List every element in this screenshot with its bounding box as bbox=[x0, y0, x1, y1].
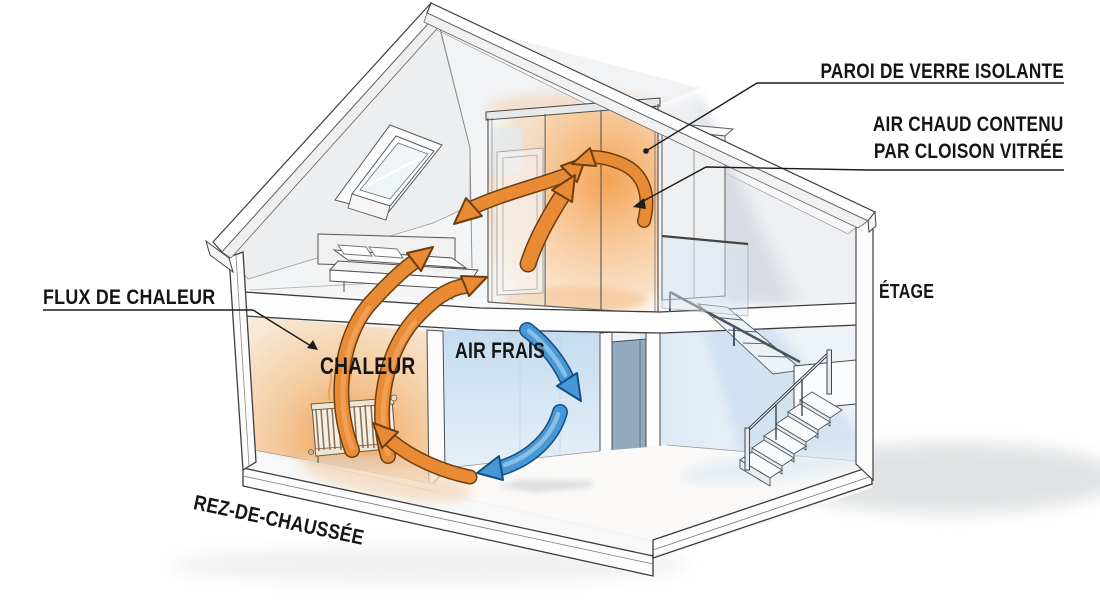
heat-arrows bbox=[333, 147, 654, 485]
heat-arrow-return bbox=[372, 422, 478, 485]
heat-arrow-rise-left bbox=[333, 246, 434, 458]
staircase bbox=[669, 290, 857, 487]
label-flux-de-chaleur: FLUX DE CHALEUR bbox=[43, 286, 216, 309]
lower-flight bbox=[739, 391, 843, 487]
cool-arrow-down bbox=[519, 322, 582, 402]
bottom-slab-edge bbox=[242, 465, 873, 577]
label-air-chaud-line1: AIR CHAUD CONTENU bbox=[873, 113, 1064, 136]
roof-left bbox=[205, 1, 444, 274]
stair-railing bbox=[744, 349, 832, 471]
skylight-window bbox=[334, 124, 443, 221]
label-air-frais: AIR FRAIS bbox=[455, 338, 546, 363]
label-chaleur: CHALEUR bbox=[320, 353, 416, 380]
heat-arrow-up-glass bbox=[519, 174, 576, 273]
label-air-chaud-contenu: AIR CHAUD CONTENU PAR CLOISON VITRÉE bbox=[873, 111, 1064, 165]
label-paroi-de-verre-isolante: PAROI DE VERRE ISOLANTE bbox=[820, 60, 1064, 83]
label-air-chaud-line2: PAR CLOISON VITRÉE bbox=[874, 140, 1064, 163]
roof-right bbox=[423, 2, 877, 234]
right-wall-cut bbox=[855, 214, 874, 482]
cool-arrows bbox=[476, 322, 582, 481]
cool-arrow-along-floor bbox=[476, 404, 568, 481]
floor-shadow-arrow bbox=[497, 480, 592, 492]
left-wall-cut bbox=[228, 251, 257, 472]
leader-lines bbox=[43, 82, 1064, 350]
label-etage: ÉTAGE bbox=[879, 281, 935, 303]
attic-balustrade bbox=[661, 234, 749, 317]
